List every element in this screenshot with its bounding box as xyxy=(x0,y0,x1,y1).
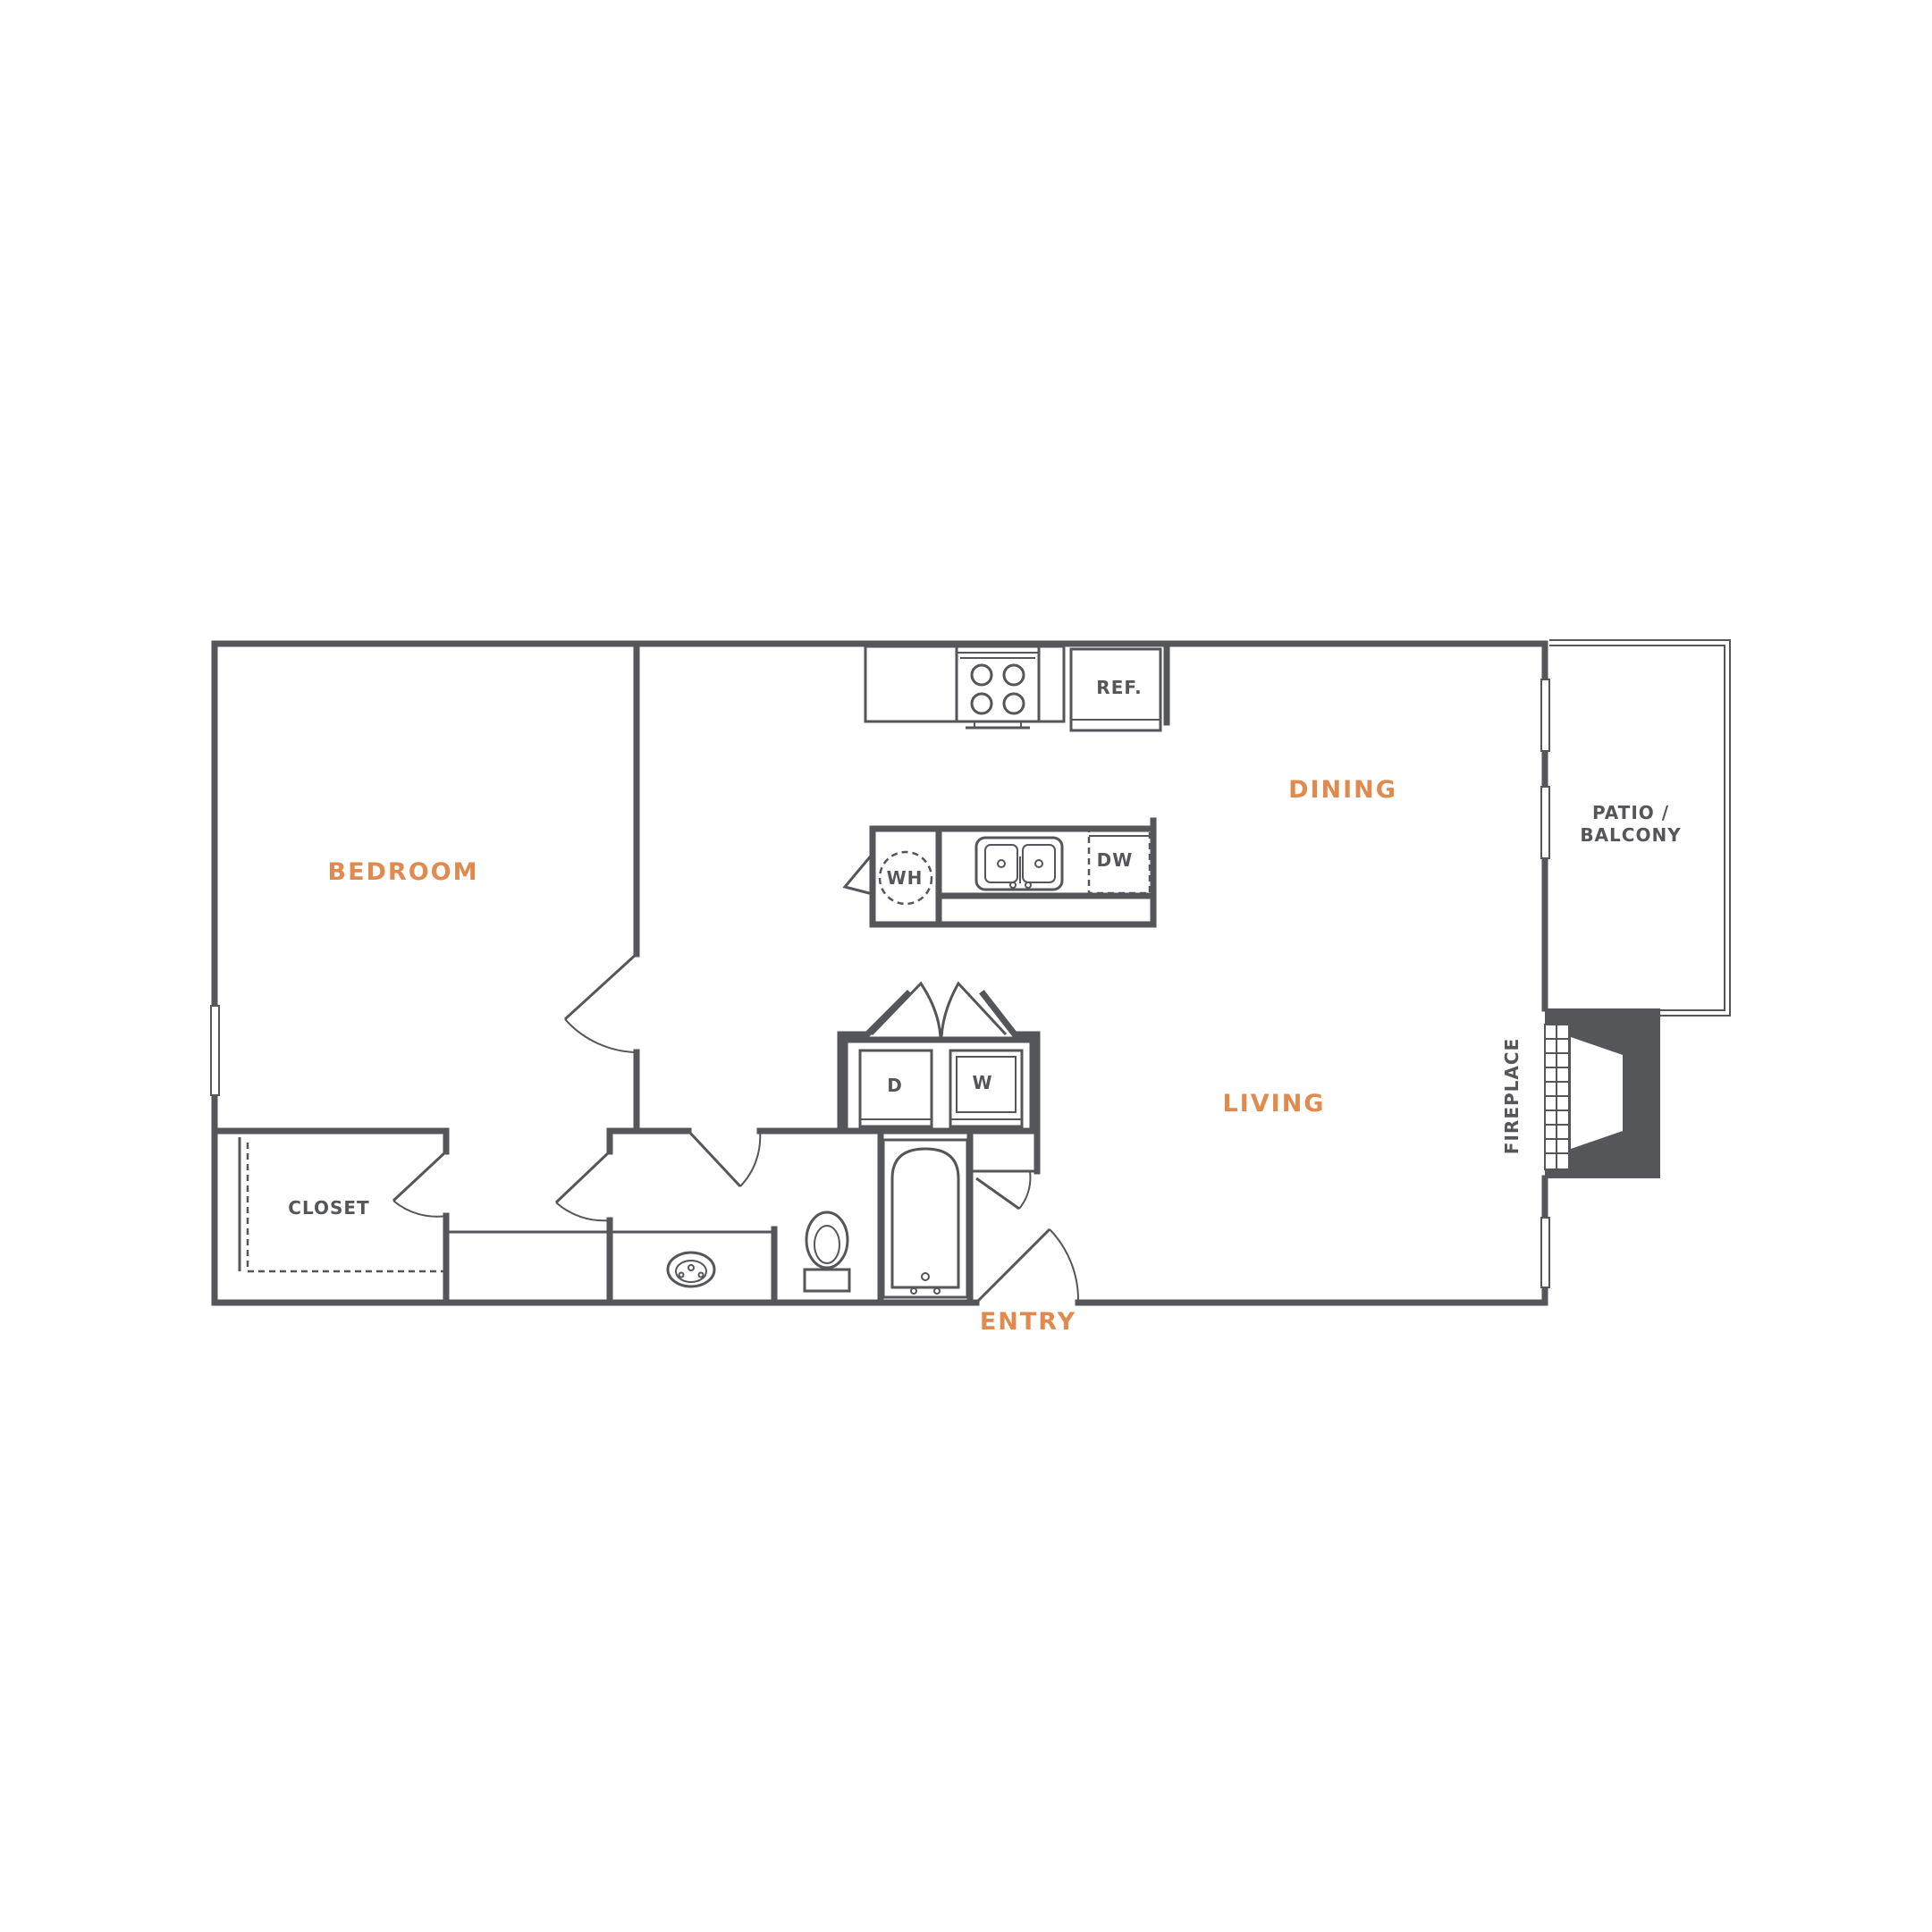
patio-door-lower xyxy=(1540,786,1550,859)
fireplace-hearth-grid xyxy=(1544,1024,1570,1170)
laundry-enclosure xyxy=(841,1036,1036,1135)
linen-door xyxy=(975,1177,1020,1211)
entry-door xyxy=(974,1228,1051,1304)
patio-label-line2: BALCONY xyxy=(1580,824,1681,846)
wh-label: WH xyxy=(887,867,924,889)
dishwasher xyxy=(1087,827,1152,895)
dryer-label: D xyxy=(887,1075,903,1096)
burner xyxy=(1002,692,1025,715)
bath xyxy=(666,1138,969,1299)
bath-sink xyxy=(666,1251,716,1288)
fireplace xyxy=(1544,1008,1660,1178)
bathtub xyxy=(882,1138,969,1299)
patio-label-line1: PATIO / xyxy=(1592,802,1669,823)
kitchen-island xyxy=(935,825,1157,928)
water-heater-door xyxy=(842,853,874,896)
fireplace-label: FIREPLACE xyxy=(1501,1038,1523,1154)
patio-door-upper xyxy=(1540,679,1550,752)
washer xyxy=(949,1049,1024,1128)
living-label: LIVING xyxy=(1223,1090,1326,1118)
thin-partitions xyxy=(238,1137,1037,1271)
laundry-door-right xyxy=(940,981,1008,1038)
dining-label: DINING xyxy=(1288,776,1397,804)
closet-shelf xyxy=(246,1143,446,1273)
dw-label: DW xyxy=(1097,849,1134,871)
sink xyxy=(974,836,1064,891)
laundry-door-left xyxy=(870,981,942,1038)
exterior-walls xyxy=(211,640,1548,1306)
kitchen xyxy=(842,643,1170,928)
water-heater-closet xyxy=(869,825,942,928)
labels: BEDROOM DINING LIVING ENTRY CLOSET REF. … xyxy=(288,677,1681,1336)
dryer xyxy=(858,1049,933,1128)
living-window xyxy=(1540,1217,1550,1288)
toilet xyxy=(803,1211,851,1293)
refrigerator xyxy=(1069,647,1162,732)
water-heater xyxy=(878,850,933,906)
entry-label: ENTRY xyxy=(980,1308,1076,1336)
washer-label: W xyxy=(972,1072,992,1093)
burner xyxy=(970,663,993,687)
closet-door xyxy=(392,1150,448,1202)
bedroom-door xyxy=(563,952,638,1021)
bedroom-window xyxy=(210,1005,220,1096)
doors xyxy=(392,952,1080,1304)
bedroom-label: BEDROOM xyxy=(328,858,479,886)
hall-door xyxy=(687,1129,742,1188)
burner xyxy=(1002,663,1025,687)
ref-label: REF. xyxy=(1096,677,1142,698)
stove xyxy=(955,645,1041,723)
burner xyxy=(970,692,993,715)
closet-label: CLOSET xyxy=(288,1197,369,1219)
windows xyxy=(210,679,1550,1288)
bath-door xyxy=(554,1150,612,1204)
laundry xyxy=(841,1036,1036,1135)
